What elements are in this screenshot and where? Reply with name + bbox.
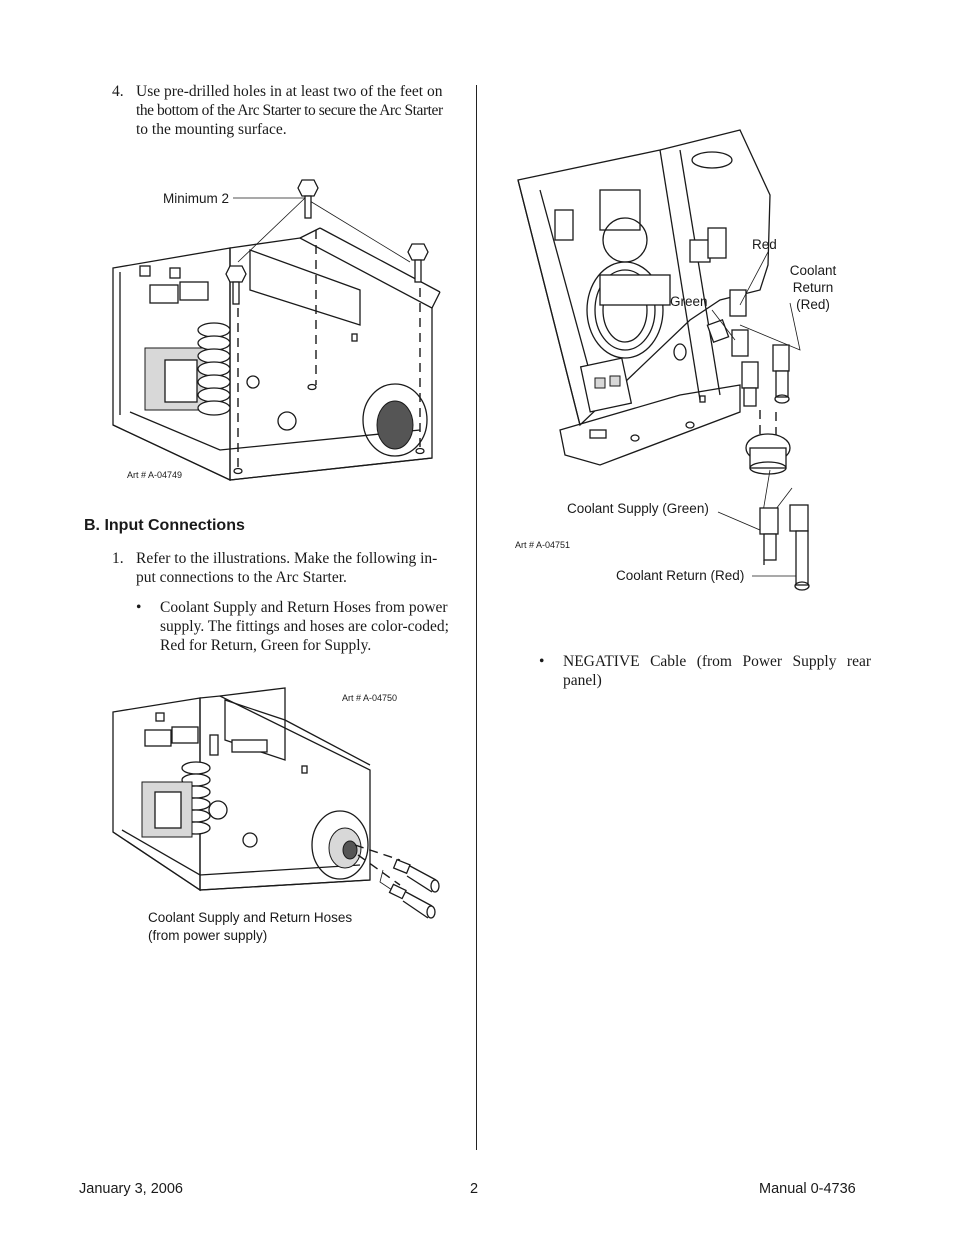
- label-green: Green: [670, 294, 708, 309]
- label-coolant-supply-green: Coolant Supply (Green): [567, 501, 709, 516]
- label-red: Red: [752, 237, 777, 252]
- coolant-hose-green-upper: [741, 361, 759, 407]
- art-number-1: Art # A-04749: [127, 470, 183, 480]
- coil-windings-1: [197, 322, 231, 416]
- label-coolant-return-red: Coolant Return (Red): [787, 262, 839, 313]
- figure-2-caption-line-1: Coolant Supply and Return Hoses: [148, 910, 353, 925]
- step-4-line-1: Use pre-drilled holes in at least two of…: [136, 83, 443, 100]
- label-coolant-return-line-1: Coolant: [789, 263, 837, 278]
- bullet-coolant-hoses: • Coolant Supply and Return Hoses from p…: [136, 598, 470, 655]
- bullet-negative-cable: • NEGATIVE Cable (from Power Supply rear…: [539, 652, 871, 690]
- step-4-line-3: to the mounting surface.: [136, 121, 287, 138]
- art-number-2: Art # A-04750: [342, 693, 398, 703]
- footer-page-number: 2: [470, 1181, 479, 1197]
- bullet-1-line-1: Coolant Supply and Return Hoses from pow…: [160, 599, 448, 616]
- step-1: 1. Refer to the illustrations. Make the …: [112, 549, 470, 587]
- coolant-hose-return-lower: [789, 504, 810, 591]
- figure-2-caption: Coolant Supply and Return Hoses (from po…: [148, 909, 352, 945]
- figure-2-caption-line-2: (from power supply): [148, 928, 268, 943]
- bullet-2-line-2: panel): [563, 672, 602, 689]
- footer-manual-number: Manual 0-4736: [759, 1181, 856, 1197]
- screw-icon: [297, 179, 319, 219]
- label-coolant-return-line-2: Return: [792, 280, 834, 295]
- bullet-symbol: •: [136, 599, 142, 616]
- coolant-hose-return: [392, 858, 440, 893]
- screw-icon: [225, 265, 247, 305]
- bullet-1-line-3: Red for Return, Green for Supply.: [160, 637, 372, 654]
- screw-icon: [407, 243, 429, 283]
- step-1-number: 1.: [112, 550, 124, 567]
- column-divider: [476, 85, 477, 1150]
- coolant-hose-supply: [388, 883, 436, 919]
- coolant-hose-red-upper: [772, 344, 790, 404]
- bullet-symbol: •: [539, 653, 545, 670]
- step-1-line-1: Refer to the illustrations. Make the fol…: [136, 550, 438, 567]
- callout-minimum-2: Minimum 2: [163, 191, 230, 206]
- section-heading-input-connections: B. Input Connections: [84, 517, 245, 534]
- step-4: 4. Use pre-drilled holes in at least two…: [112, 82, 470, 139]
- step-4-number: 4.: [112, 83, 124, 100]
- label-coolant-return-red-lower: Coolant Return (Red): [616, 568, 745, 583]
- bullet-1-line-2: supply. The fittings and hoses are color…: [160, 618, 449, 635]
- footer-date: January 3, 2006: [79, 1181, 183, 1197]
- coolant-hose-supply-lower: [759, 507, 779, 565]
- label-coolant-return-line-3: (Red): [796, 297, 830, 312]
- art-number-3: Art # A-04751: [515, 540, 571, 550]
- step-4-line-2: the bottom of the Arc Starter to secure …: [136, 102, 443, 119]
- coil-windings-3: [586, 261, 664, 359]
- bulkhead-fitting: [745, 433, 791, 475]
- bullet-2-line-1: NEGATIVE Cable (from Power Supply rear: [563, 653, 871, 670]
- step-1-line-2: put connections to the Arc Starter.: [136, 569, 347, 586]
